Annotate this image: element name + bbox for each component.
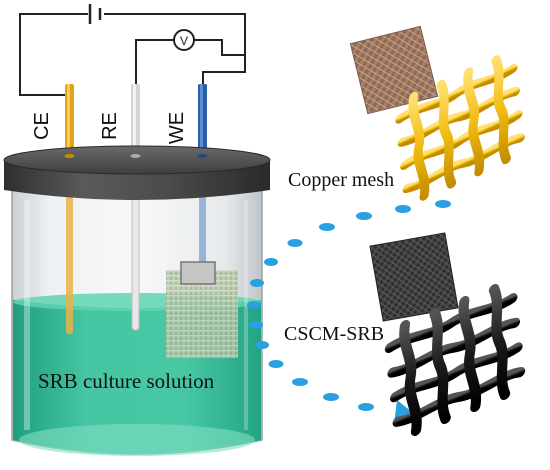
ce-label: CE [31,112,53,140]
gold-mesh-model [395,55,525,201]
cscm-srb-label: CSCM-SRB [284,323,384,345]
we-label: WE [166,112,188,144]
copper-mesh-label: Copper mesh [288,169,394,191]
cscm-srb-photo [369,232,459,322]
re-label: RE [99,112,121,140]
battery-icon [88,4,102,24]
we-sample [166,261,238,358]
we-electrode [199,196,206,268]
black-mesh-model [384,283,526,437]
voltmeter-icon: V [173,29,195,51]
solution-label: SRB culture solution [38,369,215,393]
voltmeter-label: V [180,34,188,48]
ce-electrode [66,196,73,334]
copper-mesh-photo [349,25,439,115]
flow-dots [247,200,451,411]
beaker-lid [3,145,271,200]
re-electrode [131,195,140,331]
